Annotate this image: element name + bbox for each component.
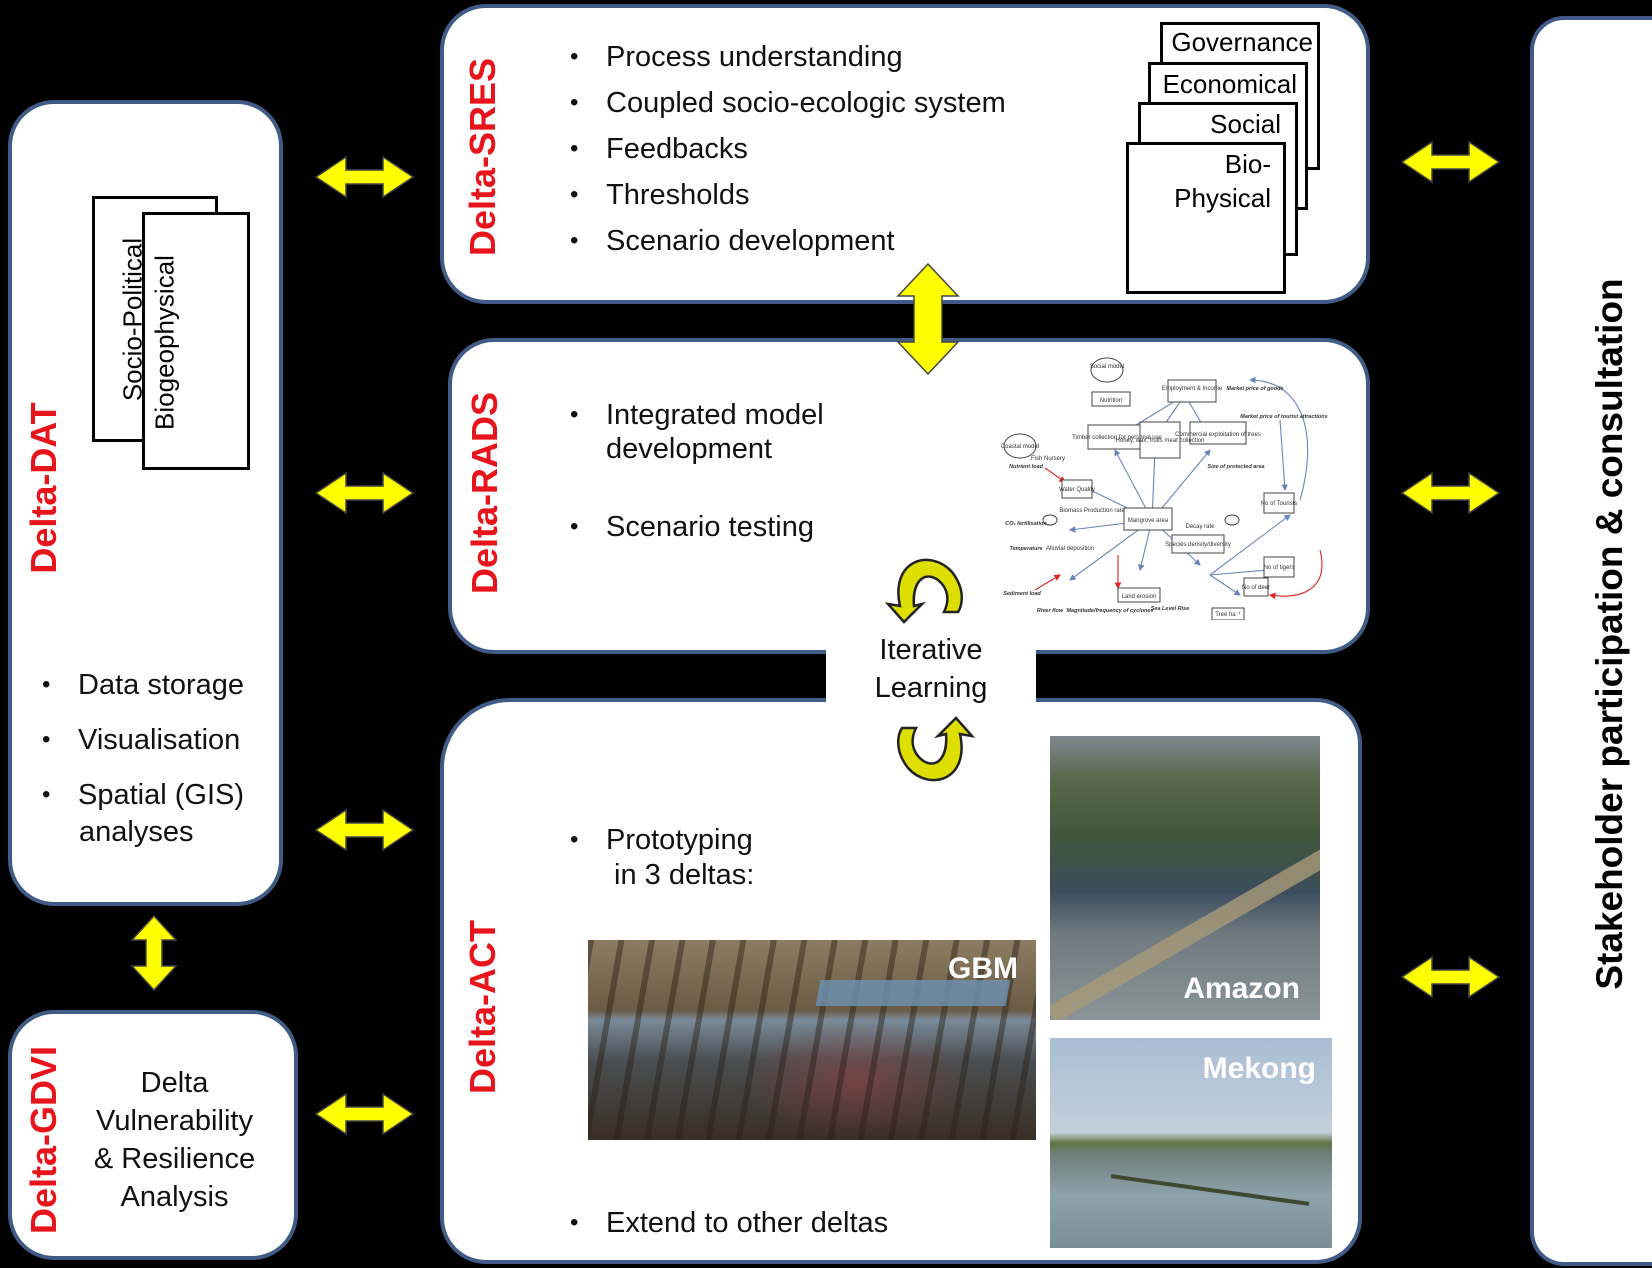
- dat-bullet: Spatial (GIS): [42, 778, 244, 812]
- stakeholder-box: [1530, 16, 1652, 1266]
- photo-amazon: Amazon: [1050, 736, 1320, 1020]
- sres-bullet: Thresholds: [570, 172, 1006, 218]
- sres-bullet: Scenario development: [570, 218, 1006, 264]
- dat-bullet-continuation: analyses: [79, 816, 194, 848]
- sres-bullet: Coupled socio-ecologic system: [570, 80, 1006, 126]
- arrow-dat-rads: [314, 471, 415, 515]
- model-node-label: No of Tourists: [1261, 501, 1298, 507]
- gdvi-line: & Resilience: [93, 1143, 256, 1175]
- act-bullets: Prototyping: [570, 820, 753, 860]
- iterative-learning-gap: [826, 612, 1036, 718]
- card-biogeophysical: Biogeophysical: [142, 212, 250, 470]
- sres-bullet: Feedbacks: [570, 126, 1006, 172]
- dat-bullets: Data storage Visualisation Spatial (GIS): [42, 668, 244, 812]
- gdvi-line: Vulnerability: [96, 1105, 253, 1137]
- gdvi-line: Analysis: [120, 1181, 229, 1213]
- model-node-label: Tree ha⁻¹: [1215, 612, 1241, 618]
- model-node-label: Nutrition: [1100, 398, 1122, 404]
- photo-mekong-label: Mekong: [1202, 1052, 1316, 1085]
- photo-gbm: GBM: [588, 940, 1036, 1140]
- model-driver-label: Size of protected area: [1207, 464, 1264, 470]
- gdvi-text: Delta Vulnerability & Resilience Analysi…: [82, 1064, 267, 1216]
- model-node-label: Employment & Income: [1162, 386, 1223, 392]
- act-bullets-2: Extend to other deltas: [570, 1206, 888, 1240]
- model-node-label: Land erosion: [1122, 594, 1157, 600]
- model-driver-label: Magnitude/frequency of cyclones: [1066, 608, 1153, 614]
- dat-bullet: Data storage: [42, 668, 244, 702]
- model-diagram: Social model Employment & Income Nutriti…: [1001, 357, 1328, 620]
- photo-amazon-label: Amazon: [1183, 972, 1300, 1005]
- model-driver-label: Temperature: [1009, 546, 1042, 552]
- model-node-label: Coastal model: [1001, 444, 1039, 450]
- stack-physical-line: Physical: [1174, 183, 1271, 213]
- arrow-sres-rads: [896, 262, 960, 376]
- model-node-label: Alluvial deposition: [1046, 546, 1094, 552]
- model-node-label: Commercial exploitation of trees: [1175, 432, 1261, 438]
- stack-biophysical: Bio- Physical: [1126, 142, 1286, 294]
- rads-bullet: Integrated model: [570, 396, 824, 434]
- model-driver-label: Sea Level Rise: [1151, 606, 1190, 612]
- model-node-label: Decay rate: [1185, 524, 1215, 530]
- stack-bio-line: Bio-: [1224, 149, 1271, 179]
- model-node-label: Social model: [1090, 364, 1124, 370]
- model-driver-label: Market price of tourist attractions: [1240, 414, 1327, 420]
- model-node-label: No of deer: [1242, 585, 1270, 591]
- iterative-learning-text: Iterative Learning: [826, 631, 1036, 707]
- rads-bullets-2: Scenario testing: [570, 510, 814, 544]
- arrow-rads-stakeholder: [1400, 471, 1501, 515]
- delta-gdvi-box: [8, 1010, 298, 1260]
- rads-bullets: Integrated model: [570, 396, 824, 434]
- model-node-label: Fish Nursery: [1031, 456, 1065, 462]
- stack-social-text: Social: [1210, 109, 1281, 139]
- model-node-label: Biomass Production rate: [1059, 508, 1125, 514]
- arrow-gdvi-act: [314, 1092, 415, 1136]
- model-node-label: Mangrove area: [1128, 518, 1169, 524]
- photo-gbm-label: GBM: [948, 952, 1018, 985]
- iterative-line: Learning: [874, 672, 988, 704]
- photo-mekong: Mekong: [1050, 1038, 1332, 1248]
- arrow-dat-gdvi: [130, 914, 178, 992]
- dat-bullet: Visualisation: [42, 723, 244, 757]
- rads-bullet-continuation: development: [606, 433, 773, 465]
- act-bullet: Prototyping: [570, 820, 753, 860]
- arrow-sres-stakeholder: [1400, 140, 1501, 184]
- stack-governance-text: Governance: [1171, 27, 1313, 57]
- iterative-cycle-icon: [884, 558, 976, 782]
- arrow-dat-act: [314, 808, 415, 852]
- stack-economical-text: Economical: [1162, 69, 1297, 99]
- iterative-line: Iterative: [879, 634, 983, 666]
- gdvi-line: Delta: [140, 1067, 209, 1099]
- model-driver-label: Market price of goods: [1226, 386, 1283, 392]
- sres-bullet: Process understanding: [570, 34, 1006, 80]
- model-driver-label: River flow: [1037, 608, 1064, 614]
- arrow-dat-sres: [314, 155, 415, 199]
- rads-bullet: Scenario testing: [570, 510, 814, 544]
- model-node-label: No of tigers: [1264, 565, 1295, 571]
- model-node-label: Water Quality: [1059, 487, 1095, 493]
- arrow-act-stakeholder: [1400, 955, 1501, 999]
- model-node-label: Species density/diversity: [1165, 542, 1231, 548]
- stack-biophysical-text: Bio- Physical: [1174, 147, 1271, 215]
- model-node-label: Timber collection for personal use: [1072, 435, 1162, 441]
- act-bullet-continuation: in 3 deltas:: [614, 859, 755, 891]
- model-driver-label: Nutrient load: [1009, 464, 1044, 470]
- sres-bullets: Process understanding Coupled socio-ecol…: [570, 34, 1006, 264]
- model-driver-label: CO₂ fertilisation: [1005, 521, 1047, 527]
- act-bullet: Extend to other deltas: [570, 1206, 888, 1240]
- model-driver-label: Sediment load: [1003, 591, 1041, 597]
- model-node-label: Honey, wax, fruits meat collection: [1116, 438, 1205, 444]
